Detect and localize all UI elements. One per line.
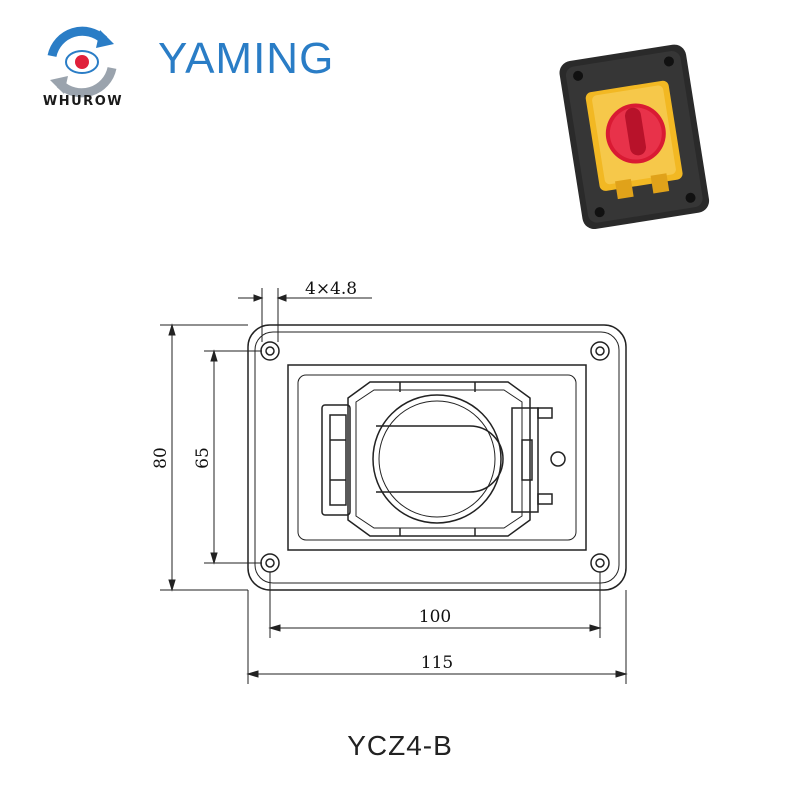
dim-hole-label: 4×4.8 xyxy=(305,279,357,299)
dim-height-inner-label: 65 xyxy=(193,447,213,469)
logo-text: WHUROW xyxy=(42,94,124,109)
brand-name: YAMING xyxy=(158,34,335,83)
dim-width-inner-label: 100 xyxy=(419,607,451,627)
switch-product-photo xyxy=(559,44,710,230)
whurow-logo-icon xyxy=(47,26,117,98)
dim-width-outer-label: 115 xyxy=(421,653,453,673)
dim-height-outer-label: 80 xyxy=(151,447,171,469)
model-name: YCZ4-B xyxy=(347,730,453,761)
